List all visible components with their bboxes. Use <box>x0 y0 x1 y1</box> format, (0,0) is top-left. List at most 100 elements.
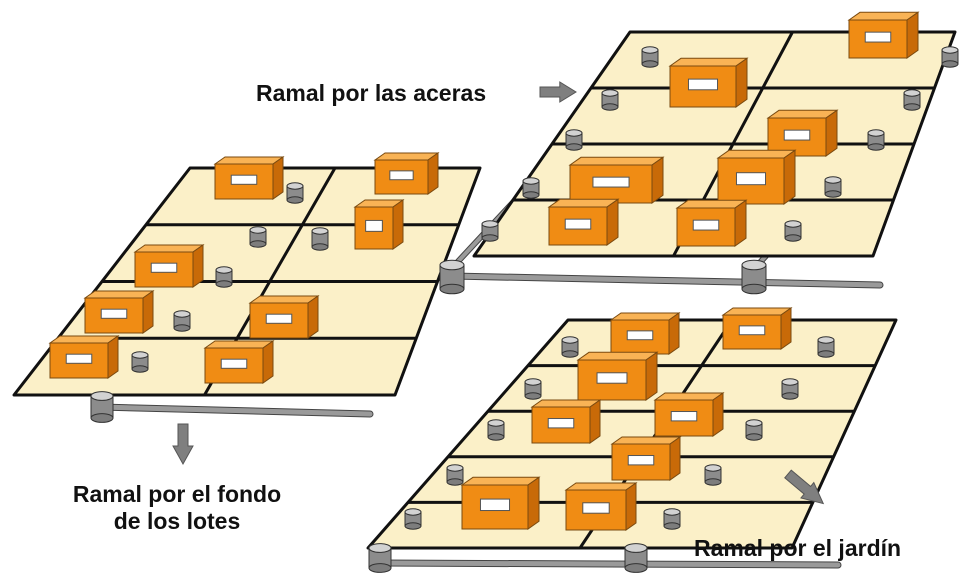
manhole-base <box>404 522 422 530</box>
manhole-base <box>784 234 802 242</box>
manhole-top <box>784 220 802 228</box>
manhole-icon <box>173 310 191 332</box>
manhole-top <box>624 543 648 553</box>
manhole-top <box>824 176 842 184</box>
pipe <box>97 404 373 417</box>
arrow-shape <box>172 423 194 466</box>
manhole-icon <box>824 176 842 198</box>
manhole-top <box>446 464 464 472</box>
manhole-base <box>867 143 885 151</box>
manhole-base <box>817 350 835 358</box>
house-side <box>780 307 792 350</box>
manhole-icon <box>781 378 799 400</box>
house-box-icon <box>248 295 320 339</box>
manhole-icon <box>311 227 329 251</box>
manhole-top <box>903 89 921 97</box>
manhole-base <box>601 103 619 111</box>
house-side <box>272 156 284 200</box>
manhole-base <box>663 522 681 530</box>
house-side <box>427 152 439 195</box>
manhole-icon <box>641 46 659 68</box>
manhole-base <box>561 350 579 358</box>
house-box-icon <box>675 199 748 247</box>
house-side <box>712 392 724 437</box>
manhole-icon <box>215 266 233 288</box>
manhole-icon <box>561 336 579 358</box>
manhole-icon <box>286 182 304 204</box>
manhole-icon <box>368 543 392 573</box>
house-side <box>606 198 619 246</box>
house-roof <box>547 198 620 208</box>
manhole-base <box>173 324 191 332</box>
manhole-top <box>867 129 885 137</box>
arrows-layer <box>172 81 825 505</box>
house-box-icon <box>610 436 682 481</box>
manhole-icon <box>524 378 542 400</box>
manhole-top <box>249 226 267 234</box>
arrow-shape <box>784 469 825 505</box>
house-box-icon <box>576 351 659 401</box>
house-box-icon <box>547 198 620 246</box>
manhole-base <box>524 392 542 400</box>
house-window <box>626 330 654 341</box>
house-window <box>564 218 592 230</box>
house-roof <box>48 335 120 344</box>
house-roof <box>564 482 638 491</box>
house-box-icon <box>530 399 602 444</box>
manhole-base <box>90 413 114 423</box>
house-window <box>220 358 248 369</box>
manhole-icon <box>624 543 648 573</box>
manhole-icon <box>817 336 835 358</box>
manhole-base <box>704 478 722 486</box>
items-layer <box>48 11 959 573</box>
house-window <box>547 418 575 429</box>
house-roof <box>83 290 155 299</box>
manhole-top <box>286 182 304 190</box>
house-side <box>392 199 404 250</box>
manhole-icon <box>522 177 540 199</box>
manhole-icon <box>439 259 465 295</box>
pipe <box>449 273 883 288</box>
manhole-icon <box>131 351 149 373</box>
manhole-base <box>565 143 583 151</box>
house-window <box>592 176 630 188</box>
manhole-base <box>824 190 842 198</box>
house-roof <box>530 399 602 408</box>
house-box-icon <box>766 109 839 157</box>
manhole-icon <box>487 419 505 441</box>
house-roof <box>568 156 665 166</box>
manhole-base <box>131 365 149 373</box>
house-window <box>864 31 892 43</box>
house-window <box>389 170 414 181</box>
house-side <box>589 399 601 444</box>
manhole-top <box>817 336 835 344</box>
house-roof <box>203 340 275 349</box>
house-roof <box>847 11 920 21</box>
manhole-base <box>481 234 499 242</box>
manhole-base <box>487 433 505 441</box>
manhole-base <box>439 283 465 295</box>
house-box-icon <box>609 312 681 355</box>
house-side <box>734 199 747 247</box>
house-window <box>596 372 628 384</box>
manhole-base <box>446 478 464 486</box>
house-roof <box>460 476 541 486</box>
house-box-icon <box>213 156 285 200</box>
house-window <box>687 78 719 91</box>
manhole-icon <box>784 220 802 242</box>
manhole-icon <box>601 89 619 111</box>
label-ramal-aceras: Ramal por las aceras <box>256 80 487 106</box>
house-window <box>692 219 720 231</box>
house-window <box>365 219 383 232</box>
house-roof <box>653 392 725 401</box>
pipe <box>377 560 841 568</box>
arrow-icon <box>539 81 577 103</box>
house-side <box>142 290 154 334</box>
house-window <box>230 174 258 185</box>
house-side <box>669 436 681 481</box>
manhole-top <box>565 129 583 137</box>
house-side <box>262 340 274 384</box>
house-roof <box>668 57 749 67</box>
manhole-top <box>641 46 659 54</box>
